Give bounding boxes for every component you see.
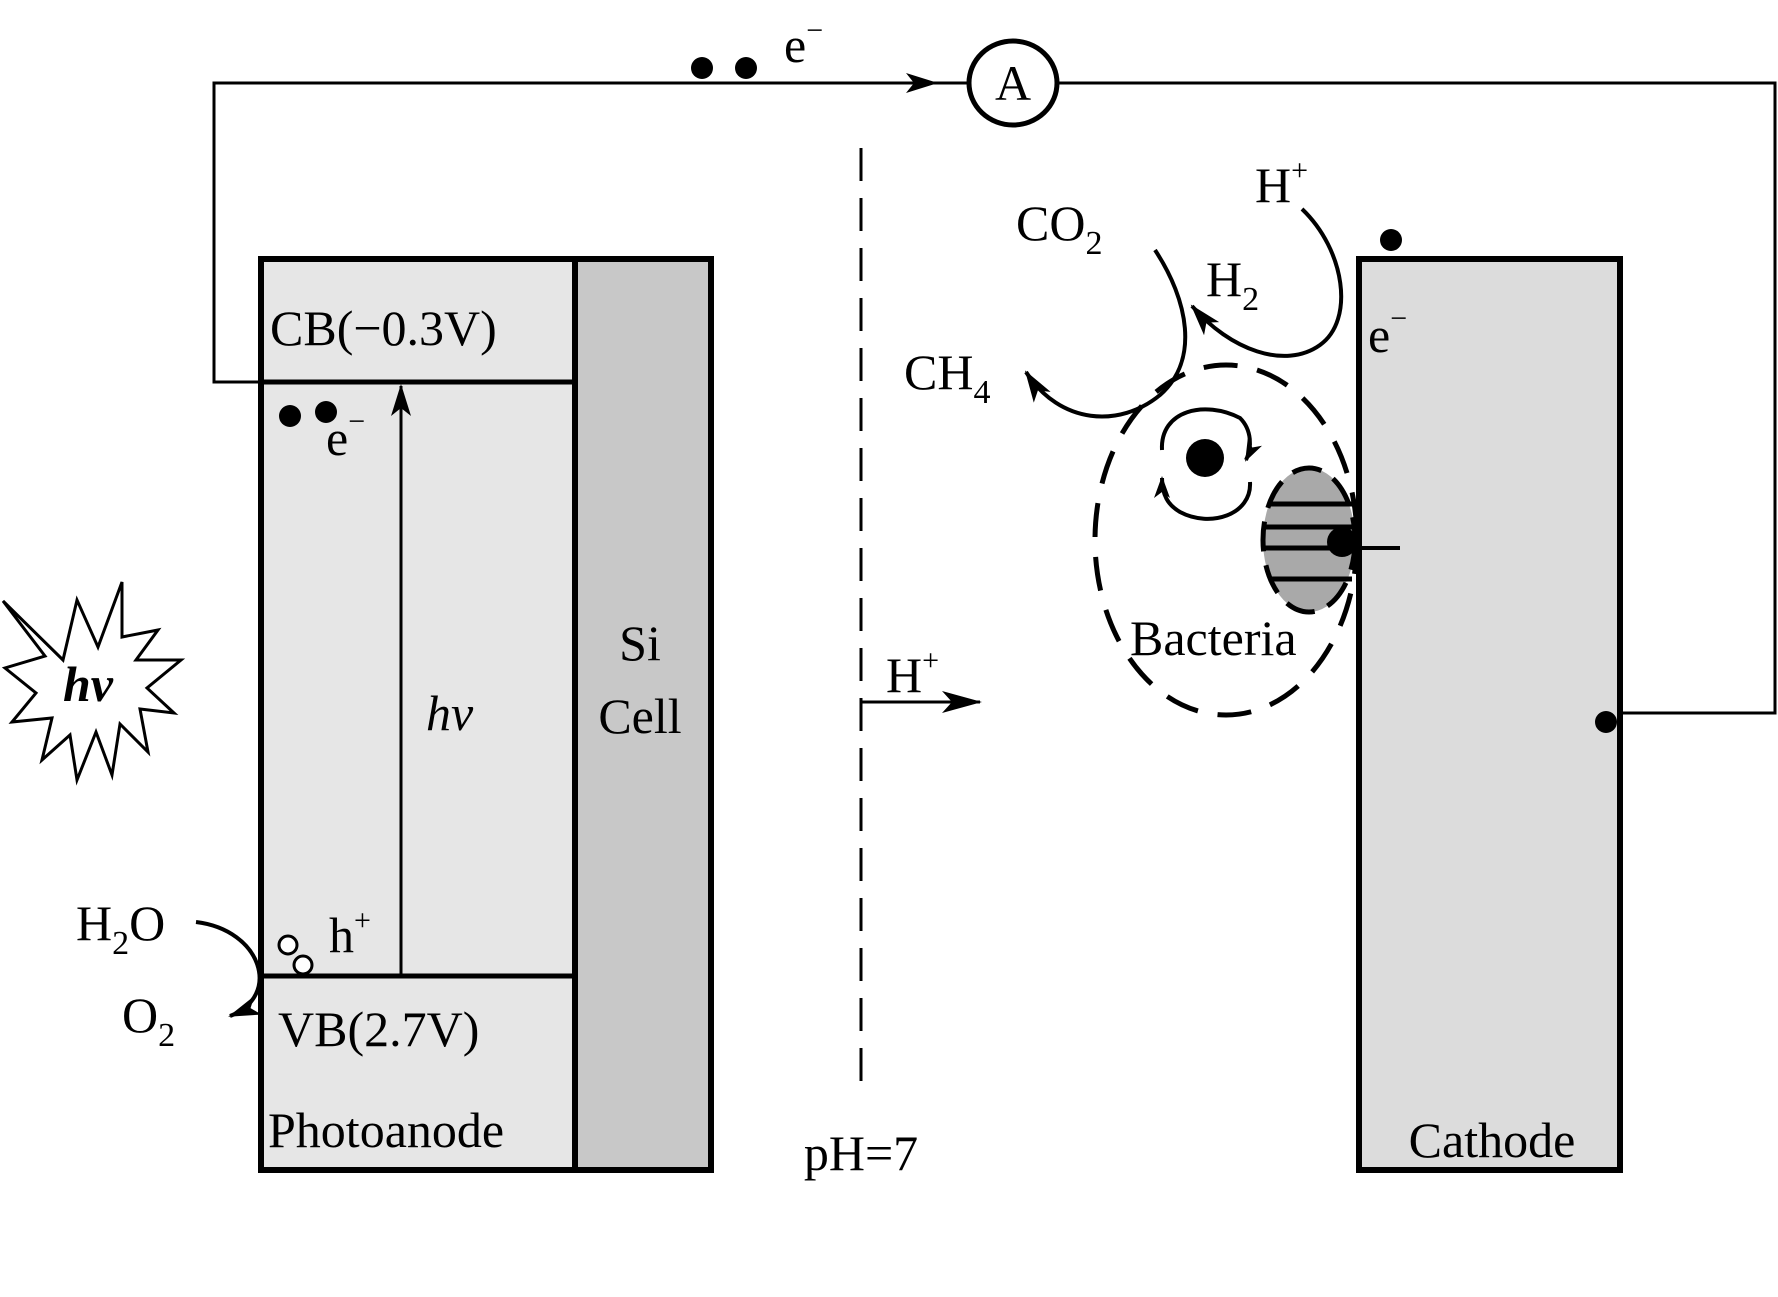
co2-label: CO2: [1016, 195, 1102, 262]
ch4-label: CH4: [904, 344, 990, 411]
hole-circle: [292, 954, 314, 976]
photoanode-body: [258, 256, 578, 1173]
light-source: hv: [1, 581, 186, 786]
electron-dot: [315, 401, 337, 423]
cathode-reactions: CO2 H+ H2 CH4: [904, 154, 1344, 419]
electron-uptake-organelle: [1260, 465, 1400, 615]
oxygen-label: O2: [122, 987, 175, 1054]
water-label: H2O: [76, 895, 165, 962]
excitation-label: hv: [426, 685, 474, 741]
hplus-label: H+: [1255, 154, 1308, 213]
hplus-to-h2-arrow: [1190, 207, 1344, 358]
electron-dot: [735, 57, 757, 79]
co2-to-ch4-arrow: [1024, 248, 1188, 419]
vb-label: VB(2.7V): [278, 1001, 479, 1057]
hole-label: h+: [329, 904, 371, 963]
si-cell-label-line1: Si: [619, 615, 661, 671]
proton-label: H+: [886, 644, 939, 703]
bacteria: Bacteria: [1092, 362, 1400, 718]
hole-circle: [277, 934, 299, 956]
cb-label: CB(−0.3V): [270, 300, 497, 356]
cathode-label: Cathode: [1409, 1112, 1576, 1168]
bacteria-label: Bacteria: [1130, 610, 1297, 666]
ammeter-label: A: [995, 55, 1031, 111]
wire-right: [1057, 81, 1777, 715]
starburst-icon: [1, 581, 186, 786]
light-source-label: hv: [63, 656, 114, 712]
photoanode-label: Photoanode: [268, 1102, 504, 1158]
anode-reaction: H2O O2: [76, 895, 262, 1054]
photoanode-electron-label: e−: [326, 405, 365, 466]
electron-dot: [691, 57, 713, 79]
si-cell-body: [572, 256, 714, 1173]
membrane: H+ pH=7: [804, 148, 982, 1181]
ammeter-icon: [966, 38, 1060, 128]
ammeter[interactable]: A: [966, 38, 1060, 128]
si-cell-label-line2: Cell: [598, 688, 681, 744]
wire-left: [212, 81, 969, 384]
h2-label: H2: [1206, 251, 1259, 318]
water-oxidation-arrow: [195, 920, 262, 1018]
metabolic-cycle-arrow-bottom: [1154, 476, 1253, 521]
electron-dot: [279, 405, 301, 427]
photoanode: CB(−0.3V) VB(2.7V) Photoanode hv e− h+ S…: [258, 256, 714, 1173]
external-circuit: e− A: [212, 14, 1777, 715]
cathode: Cathode e−: [1356, 229, 1623, 1173]
cathode-electron-label: e−: [1368, 302, 1407, 363]
electron-transfer-dot: [1327, 527, 1357, 557]
cathode-body: [1356, 256, 1623, 1173]
wire-electron-label: e−: [784, 14, 823, 73]
ph-label: pH=7: [804, 1125, 918, 1181]
metabolic-cycle-arrow-top: [1159, 407, 1263, 462]
bacteria-nucleus-dot: [1186, 439, 1224, 477]
wire-junction-dot: [1595, 711, 1617, 733]
electron-dot: [1380, 229, 1402, 251]
